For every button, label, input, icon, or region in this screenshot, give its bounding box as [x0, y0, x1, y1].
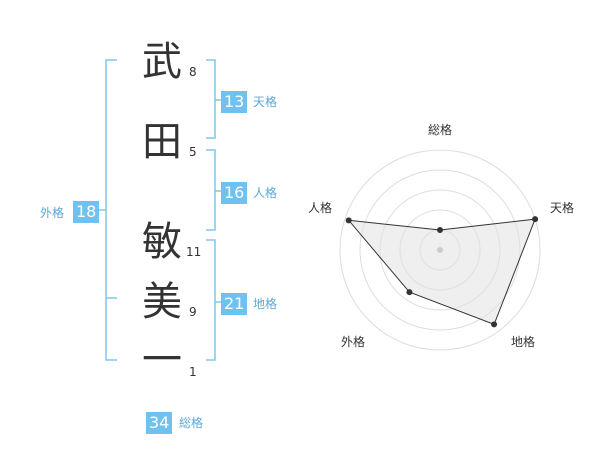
gaikaku-value: 18 — [73, 201, 100, 223]
jinkaku-label: 人格 — [253, 186, 278, 200]
stroke-count-1: 8 — [189, 65, 197, 79]
chikaku-value: 21 — [221, 293, 248, 315]
name-char-5: 一 — [142, 337, 182, 383]
name-char-3: 敏 — [142, 219, 182, 265]
chikaku-label: 地格 — [253, 297, 278, 311]
radar-center-dot — [437, 247, 443, 253]
radar-point-1 — [437, 227, 443, 233]
radar-ring-5 — [339, 149, 541, 351]
radar-point-5 — [345, 217, 352, 224]
radar-polygon — [347, 218, 536, 326]
gaikaku-label: 外格 — [40, 206, 65, 220]
radar-axis-label-soukaku: 総格 — [428, 123, 453, 137]
radar-axis-label-tenkaku: 天格 — [550, 201, 575, 215]
jinkaku-bracket — [206, 149, 221, 231]
jinkaku-value: 16 — [221, 182, 248, 204]
radar-point-3 — [491, 321, 498, 328]
stroke-count-2: 5 — [189, 145, 197, 159]
radar-axis-label-gaikaku: 外格 — [341, 335, 366, 349]
soukaku-value: 34 — [146, 412, 173, 434]
soukaku-label: 総格 — [179, 416, 204, 430]
radar-point-2 — [532, 216, 539, 223]
stroke-count-3: 11 — [186, 245, 202, 259]
radar-chart — [339, 149, 541, 351]
gaikaku-bracket — [98, 59, 117, 361]
tenkaku-label: 天格 — [253, 95, 278, 109]
name-char-4: 美 — [142, 279, 182, 325]
stroke-count-5: 1 — [189, 365, 197, 379]
name-char-2: 田 — [142, 119, 182, 165]
tenkaku-value: 13 — [221, 91, 248, 113]
tenkaku-bracket — [206, 59, 221, 139]
radar-axis-label-chikaku: 地格 — [511, 335, 536, 349]
name-char-1: 武 — [142, 39, 182, 85]
radar-axis-label-jinkaku: 人格 — [308, 201, 333, 215]
chikaku-bracket — [206, 239, 221, 361]
radar-point-4 — [406, 289, 413, 296]
stroke-count-4: 9 — [189, 305, 197, 319]
